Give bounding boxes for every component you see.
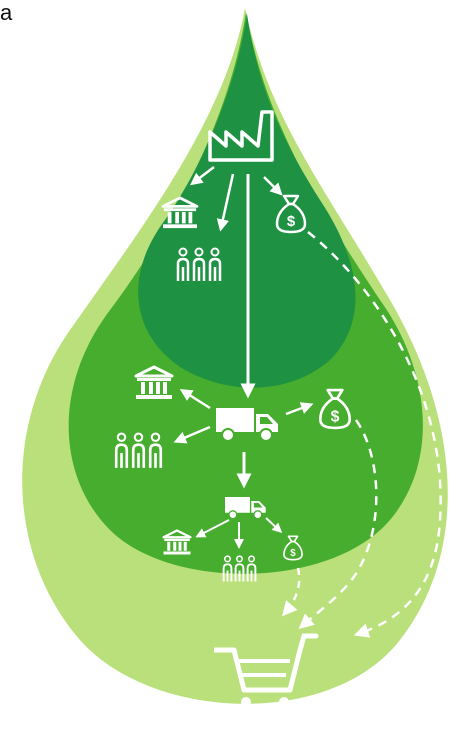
arrow-factory-to-bag xyxy=(263,176,283,196)
arrow-small-truck-to-government xyxy=(195,519,230,538)
arrow-truck-to-government xyxy=(179,389,211,410)
arrow-factory-to-government xyxy=(190,166,215,186)
dashed-flow-lower-bag-to-cart xyxy=(282,567,301,617)
arrow-factory-to-workers xyxy=(216,173,235,232)
arrow-truck-to-workers xyxy=(173,425,211,444)
factory-icon xyxy=(208,110,274,162)
shopping-cart-icon xyxy=(214,633,319,707)
arrow-truck-to-bag xyxy=(285,402,314,416)
dashed-flow-inner-bag-to-cart xyxy=(307,231,442,638)
arrow-small-truck-to-bag xyxy=(265,517,283,534)
corner-label: a xyxy=(0,0,13,25)
dashed-flow-middle-bag-to-cart xyxy=(298,419,378,629)
